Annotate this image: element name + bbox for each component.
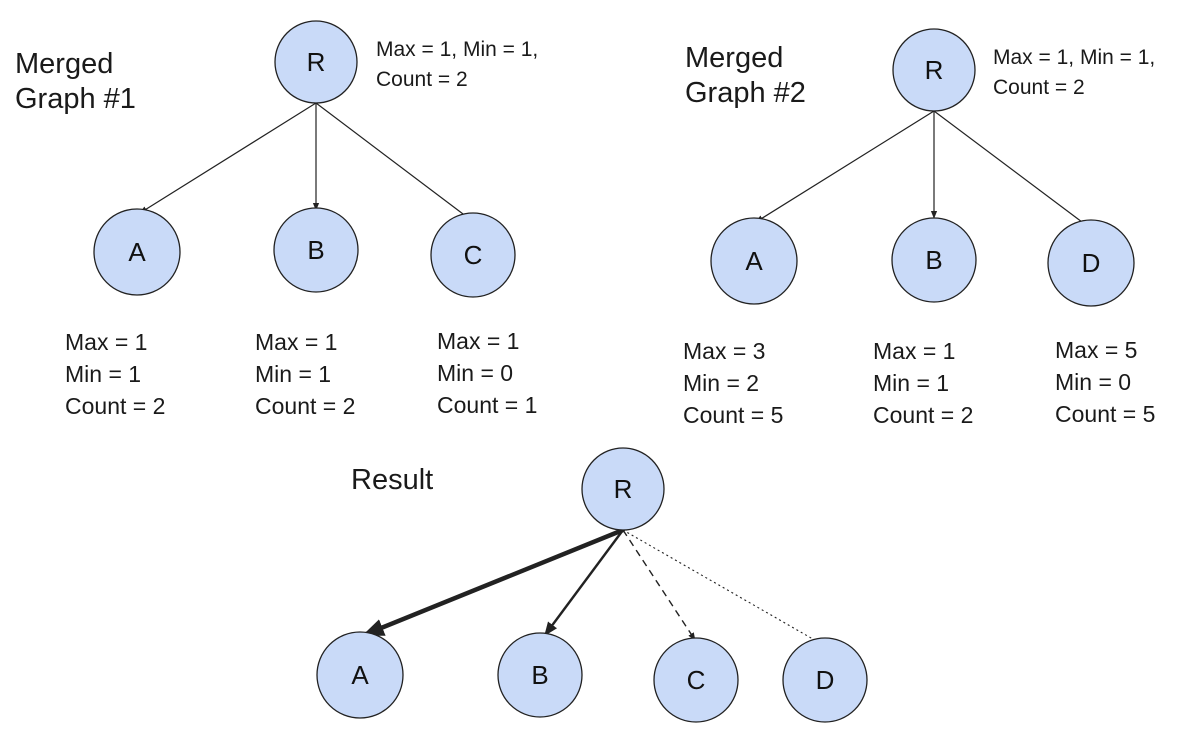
graph-2-node-a: A [710,217,798,305]
graph-1: Merged Graph #1 R Max = 1, Min = 1, Coun… [15,20,544,419]
graph-2-node-b-stats-line-1: Max = 1 [873,338,955,364]
result-node-c-label: C [687,665,706,695]
graph-1-node-a: A [93,208,181,296]
graph-1-root-stats: Max = 1, Min = 1, Count = 2 [376,38,544,91]
graph-2-node-d: D [1047,219,1135,307]
graph-2-node-b-label: B [925,245,942,275]
graph-2-edge-r-d [933,110,1091,229]
graph-1-node-a-label: A [128,237,146,267]
graph-2-root-node: R [892,28,976,112]
graph-2-node-b-stats-line-2: Min = 1 [873,370,949,396]
graph-1-node-a-stats-line-2: Min = 1 [65,361,141,387]
graph-1-node-a-stats-line-1: Max = 1 [65,329,147,355]
graph-1-node-b-stats-line-2: Min = 1 [255,361,331,387]
graph-1-edge-r-c [315,102,472,221]
graph-2-title-line-2: Graph #2 [685,77,806,109]
graph-1-node-c-stats-line-2: Min = 0 [437,360,513,386]
result-node-b: B [497,632,583,718]
graph-1-node-b-stats-line-3: Count = 2 [255,393,355,419]
graph-2-node-b-stats: Max = 1 Min = 1 Count = 2 [873,338,973,428]
graph-2-root-stats: Max = 1, Min = 1, Count = 2 [993,46,1161,99]
graph-1-node-a-stats: Max = 1 Min = 1 Count = 2 [65,329,165,419]
graph-2-node-d-label: D [1082,248,1101,278]
graph-1-node-c-stats: Max = 1 Min = 0 Count = 1 [437,328,537,418]
result-root-node: R [581,447,665,531]
graph-2-node-d-stats: Max = 5 Min = 0 Count = 5 [1055,337,1155,427]
graph-1-node-b-stats: Max = 1 Min = 1 Count = 2 [255,329,355,419]
result-edge-r-a [361,527,624,638]
graph-1-node-b-label: B [307,235,324,265]
graph-2-node-a-stats-line-1: Max = 3 [683,338,765,364]
graph-2-root-label: R [925,55,944,85]
graph-1-title-line-2: Graph #1 [15,83,136,115]
result-node-d-label: D [816,665,835,695]
graph-2-node-a-stats: Max = 3 Min = 2 Count = 5 [683,338,783,428]
graph-2: Merged Graph #2 R Max = 1, Min = 1, Coun… [683,28,1161,428]
result-node-b-label: B [531,660,548,690]
graph-1-node-c-stats-line-3: Count = 1 [437,392,537,418]
graph-2-root-stats-line-2: Count = 2 [993,76,1085,99]
graph-2-node-a-stats-line-2: Min = 2 [683,370,759,396]
graph-2-edge-r-a [755,110,935,223]
graph-2-root-stats-line-1: Max = 1, Min = 1, [993,46,1155,69]
graph-1-node-b: B [273,207,359,293]
result-title: Result [351,464,433,496]
result-node-c: C [653,637,739,723]
result-node-d: D [782,637,868,723]
graph-1-title-line-1: Merged [15,48,113,80]
result-edge-r-b [544,529,624,637]
result-edge-r-d [622,529,826,647]
graph-1-root-stats-line-2: Count = 2 [376,68,468,91]
graph-1-node-c-stats-line-1: Max = 1 [437,328,519,354]
result-node-a-label: A [351,660,369,690]
graph-2-node-a-stats-line-3: Count = 5 [683,402,783,428]
graph-2-node-b: B [891,217,977,303]
graph-1-title: Merged Graph #1 [15,48,136,115]
graph-2-node-a-label: A [745,246,763,276]
result-graph: Result R A B C D [316,447,868,723]
graph-2-title-line-1: Merged [685,42,783,74]
graph-1-root-stats-line-1: Max = 1, Min = 1, [376,38,538,61]
graph-1-node-c-label: C [464,240,483,270]
graph-1-root-node: R [274,20,358,104]
result-node-a: A [316,631,404,719]
graph-2-node-d-stats-line-3: Count = 5 [1055,401,1155,427]
graph-1-node-a-stats-line-3: Count = 2 [65,393,165,419]
graph-2-node-b-stats-line-3: Count = 2 [873,402,973,428]
graph-1-edge-r-a [139,102,317,214]
graph-1-node-b-stats-line-1: Max = 1 [255,329,337,355]
graph-1-node-c: C [430,212,516,298]
graph-2-node-d-stats-line-2: Min = 0 [1055,369,1131,395]
graph-1-root-label: R [307,47,326,77]
graph-2-node-d-stats-line-1: Max = 5 [1055,337,1137,363]
result-edge-r-c [622,529,696,641]
graph-2-title: Merged Graph #2 [685,42,806,109]
result-root-label: R [614,474,633,504]
